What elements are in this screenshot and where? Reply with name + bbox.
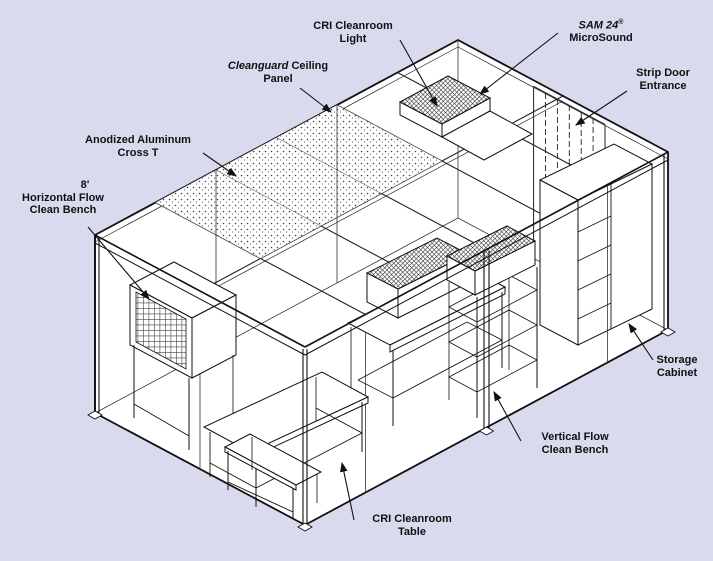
label-line: Panel [263,72,293,85]
cleanroom-table [204,372,368,507]
leader-horizontal-flow-clean-bench [88,227,150,300]
label-line: 8' [80,179,90,191]
base-pads [88,328,675,531]
registered-mark: ® [618,19,624,26]
label-cri-cleanroom-table: CRI Cleanroom Table [372,513,451,538]
label-strip-door-entrance: Strip Door Entrance [636,67,690,92]
label-storage-cabinet: Storage Cabinet [657,354,698,379]
label-line: Entrance [639,79,687,92]
label-vertical-flow-clean-bench: Vertical Flow Clean Bench [541,431,608,456]
bench-seat [225,434,321,519]
label-line: Clean Bench [541,443,609,456]
label-line: CRI Cleanroom [372,513,452,525]
storage-cabinet [540,144,652,345]
label-line: MicroSound [569,32,633,45]
brand-text: SAM 24 [578,19,619,32]
label-horizontal-flow-clean-bench: 8' Horizontal Flow Clean Bench [22,179,104,217]
roof-fan-filter-unit [400,76,532,160]
label-line: Strip Door [636,67,690,79]
leader-cri-cleanroom-table [340,461,354,520]
leader-anodized-aluminum-cross-t [203,153,237,177]
corner-posts [95,152,668,525]
leader-cleanguard-ceiling-panel [300,88,332,113]
leader-cri-cleanroom-light [400,40,438,107]
label-line: Anodized Aluminum [85,134,191,146]
label-line: Light [339,32,367,45]
label-line: SAM 24® [569,17,633,32]
label-line: Clean Bench [29,204,97,216]
label-line: Cross T [117,146,159,159]
label-anodized-aluminum-cross-t: Anodized Aluminum Cross T [85,134,191,159]
label-line: Horizontal Flow [22,191,104,204]
label-text: Ceiling [288,60,329,72]
brand-text: Cleanguard [227,60,289,72]
leader-sam24-microsound [479,33,558,95]
cleanroom-light-panel [442,111,532,160]
label-line: Storage [656,354,698,366]
label-cleanguard-ceiling-panel: Cleanguard Ceiling Panel [228,60,328,85]
ceiling-panel-stipple [156,105,443,259]
leader-vertical-flow-clean-bench [493,391,521,441]
label-line: CRI Cleanroom [313,20,393,32]
label-line: Cabinet [656,366,698,379]
label-line: Cleanguard Ceiling [228,60,328,73]
label-line: Table [398,525,426,538]
label-sam24-microsound: SAM 24® MicroSound [569,17,633,45]
vertical-flow-clean-bench [348,226,537,426]
leader-arrows [88,33,653,520]
label-cri-cleanroom-light: CRI Cleanroom Light [313,20,392,45]
leader-storage-cabinet [628,323,653,360]
leader-strip-door-entrance [575,91,627,126]
label-line: Vertical Flow [541,431,609,443]
